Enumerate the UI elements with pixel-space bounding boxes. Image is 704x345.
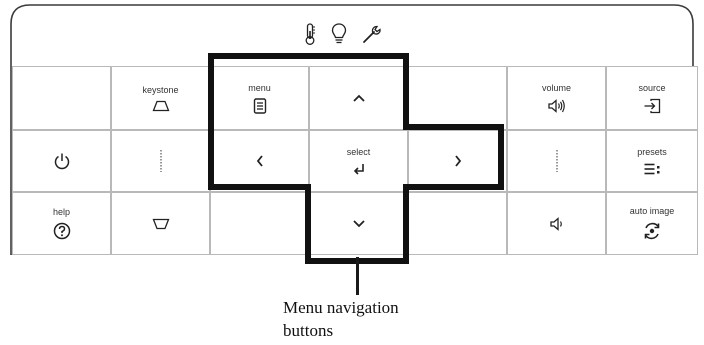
auto-image-icon [642, 221, 662, 241]
blank-key [408, 66, 507, 130]
keypad-grid: keystone menu volume [12, 66, 698, 256]
keystone-down-button[interactable] [111, 192, 210, 255]
help-icon [53, 222, 71, 240]
power-icon [53, 152, 71, 170]
source-button[interactable]: source [606, 66, 698, 130]
presets-label: presets [637, 146, 667, 157]
wrench-icon [361, 22, 383, 46]
blank-key [210, 192, 309, 255]
chevron-up-icon [352, 93, 366, 103]
blank-key [12, 66, 111, 130]
chevron-left-icon [255, 154, 265, 168]
enter-icon [352, 162, 366, 176]
keypad-panel [10, 4, 694, 255]
help-button[interactable]: help [12, 192, 111, 255]
thermometer-icon [303, 22, 317, 46]
keystone-up-button[interactable]: keystone [111, 66, 210, 130]
lamp-icon [331, 22, 347, 46]
up-button[interactable] [309, 66, 408, 130]
keystone-label: keystone [142, 84, 179, 95]
keystone-down-icon [152, 218, 170, 230]
chevron-right-icon [453, 154, 463, 168]
volume-up-button[interactable]: volume [507, 66, 606, 130]
right-button[interactable] [408, 130, 507, 192]
dotted-divider-icon [160, 150, 162, 172]
caption-line-1: Menu navigation [283, 298, 399, 317]
callout-caption: Menu navigation buttons [283, 296, 399, 342]
select-label: select [346, 146, 371, 157]
down-button[interactable] [309, 192, 408, 255]
chevron-down-icon [352, 219, 366, 229]
caption-line-2: buttons [283, 321, 334, 340]
presets-button[interactable]: presets [606, 130, 698, 192]
volume-divider-key [507, 130, 606, 192]
auto-image-button[interactable]: auto image [606, 192, 698, 255]
status-indicators [303, 22, 383, 46]
source-label: source [638, 82, 666, 93]
blank-key [408, 192, 507, 255]
keystone-up-icon [152, 100, 170, 112]
power-button[interactable] [12, 130, 111, 192]
keypad-outline [10, 4, 694, 255]
auto-image-label: auto image [629, 206, 675, 216]
menu-button[interactable]: menu [210, 66, 309, 130]
dotted-divider-icon [556, 150, 558, 172]
help-label: help [52, 207, 70, 217]
volume-label: volume [541, 82, 571, 93]
volume-up-icon [547, 98, 567, 114]
volume-down-icon [549, 216, 565, 231]
source-icon [643, 98, 661, 114]
callout-line [356, 257, 359, 295]
left-button[interactable] [210, 130, 309, 192]
menu-icon [253, 97, 267, 114]
keystone-divider-key [111, 130, 210, 192]
volume-down-button[interactable] [507, 192, 606, 255]
select-button[interactable]: select [309, 130, 408, 192]
presets-icon [643, 162, 661, 176]
menu-label: menu [248, 82, 271, 93]
